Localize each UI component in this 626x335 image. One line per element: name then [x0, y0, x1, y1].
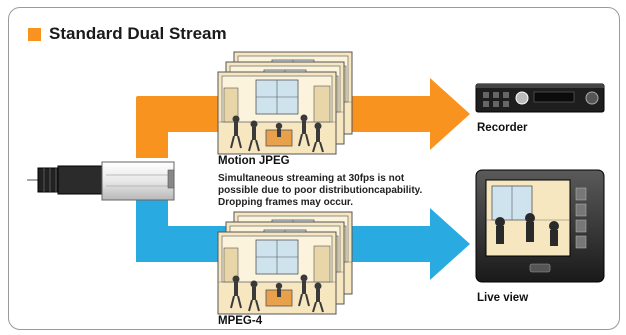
live-view-label: Live view: [477, 292, 529, 304]
camera-icon: [27, 161, 175, 201]
mpeg4-label: MPEG-4: [218, 315, 263, 327]
recorder-icon: [475, 83, 605, 113]
streaming-note-line-1: Simultaneous streaming at 30fps is not: [218, 173, 405, 184]
monitor-icon: [475, 169, 605, 283]
streaming-note-line-3: Dropping frames may occur.: [218, 197, 354, 208]
streaming-note: Simultaneous streaming at 30fps is not p…: [218, 173, 422, 209]
mpeg4-frame-stack: [217, 211, 353, 315]
motion-jpeg-frame-stack: [217, 51, 353, 155]
motion-jpeg-label: Motion JPEG: [218, 155, 290, 167]
title-marker-icon: [28, 27, 41, 41]
streaming-note-line-2: possible due to poor distributioncapabil…: [218, 185, 423, 196]
recorder-label: Recorder: [477, 122, 528, 134]
diagram-title: Standard Dual Stream: [49, 24, 227, 43]
title-row: Standard Dual Stream: [28, 24, 227, 44]
